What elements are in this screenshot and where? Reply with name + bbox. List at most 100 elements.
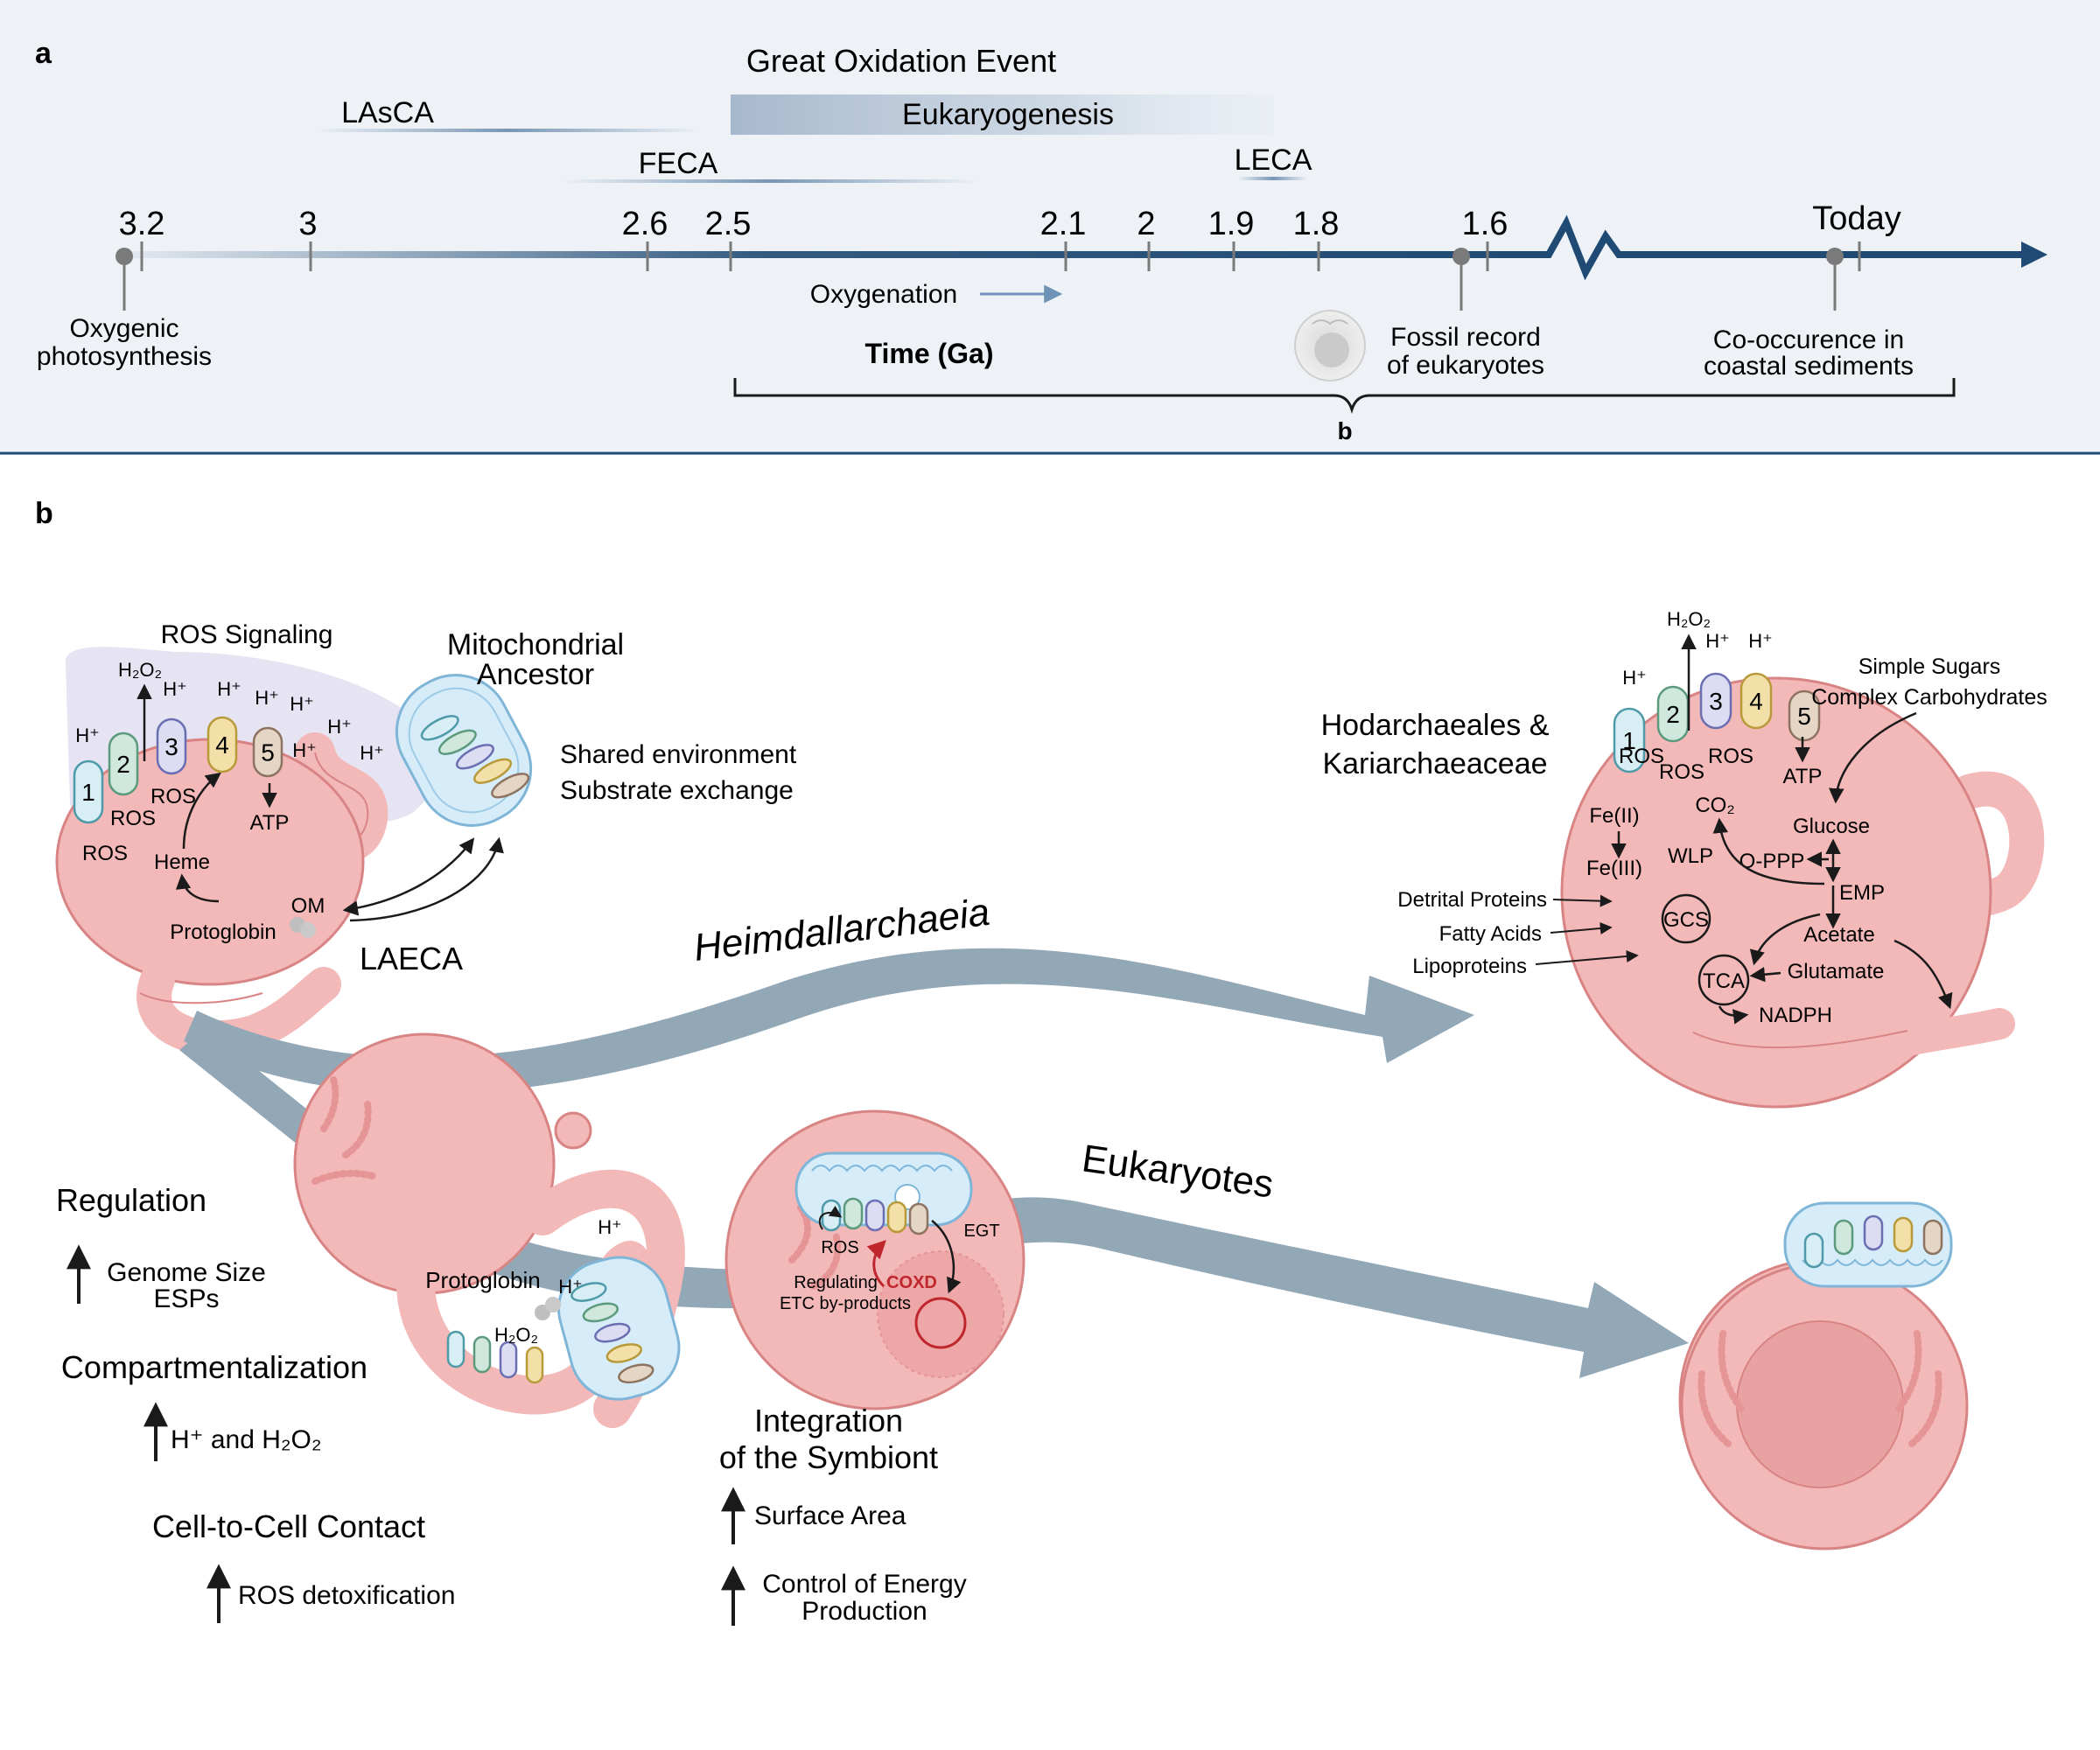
coxd-label: COXD bbox=[886, 1273, 937, 1292]
fossil-marker bbox=[1452, 248, 1470, 265]
hplus-free-3: H⁺ bbox=[327, 716, 352, 738]
oxygenic-text-1: Oxygenic bbox=[69, 314, 178, 343]
mitochondrial-ancestor bbox=[395, 674, 533, 827]
eukaryotes-arrow bbox=[179, 1028, 1689, 1378]
etc-complex-mark bbox=[1833, 1219, 1854, 1256]
axis-tick-label: 2.5 bbox=[705, 206, 752, 242]
etc-complex-label: 3 bbox=[164, 733, 178, 760]
h2o2-label-right: H₂O₂ bbox=[1667, 608, 1711, 630]
eukaryote-mitochondrion bbox=[1783, 1201, 1953, 1288]
hplus-c4: H⁺ bbox=[217, 678, 242, 700]
etc-complex-4 bbox=[206, 716, 238, 774]
feca-label: FECA bbox=[639, 147, 718, 180]
feca-range bbox=[560, 179, 980, 183]
ros-right-1: ROS bbox=[1619, 745, 1664, 768]
hplus-c3: H⁺ bbox=[163, 678, 187, 700]
eukaryogenesis-band bbox=[731, 94, 1273, 135]
etc-complex-mark bbox=[455, 744, 494, 770]
axis-tick-label: 1.9 bbox=[1208, 206, 1255, 242]
hplus-c1: H⁺ bbox=[75, 724, 100, 746]
etc-complex-mark bbox=[499, 1340, 518, 1379]
etc-complex-mark bbox=[864, 1199, 886, 1232]
integration-title-2: of the Symbiont bbox=[719, 1439, 938, 1475]
detrital-proteins-label: Detrital Proteins bbox=[1397, 888, 1547, 912]
simple-sugars-label: Simple Sugars bbox=[1858, 654, 2001, 679]
membrane-complexes bbox=[446, 1330, 544, 1384]
ros-left-3: ROS bbox=[82, 842, 128, 865]
surface-area-label: Surface Area bbox=[754, 1502, 906, 1530]
cell-contact-title: Cell-to-Cell Contact bbox=[152, 1508, 425, 1544]
hplus-mid-1: H⁺ bbox=[598, 1216, 622, 1238]
etc-complex-mark bbox=[843, 1197, 864, 1230]
genome-size-label: Genome Size bbox=[107, 1258, 266, 1287]
co2-label: CO₂ bbox=[1695, 794, 1734, 817]
etc-complex-1 bbox=[73, 760, 104, 824]
exchange-arrow-1 bbox=[342, 837, 475, 916]
heme-label: Heme bbox=[154, 850, 210, 874]
hplus-r3: H⁺ bbox=[1705, 630, 1730, 652]
hplus-mid-2: H⁺ bbox=[558, 1276, 583, 1298]
fossil-text-1: Fossil record bbox=[1390, 323, 1541, 352]
h-and-h2o2-label: H⁺ and H₂O₂ bbox=[171, 1425, 322, 1454]
axis-break bbox=[1536, 214, 2021, 281]
great-oxidation-event-label: Great Oxidation Event bbox=[746, 43, 1056, 79]
etc-complex-mark bbox=[1863, 1214, 1884, 1251]
engulfed-mitochondrion bbox=[557, 1256, 681, 1401]
control-energy-label-2: Production bbox=[802, 1597, 927, 1626]
mito-ancestor-title-2: Ancestor bbox=[477, 658, 594, 691]
laeca-archaeon bbox=[55, 732, 388, 1056]
ros-left-2: ROS bbox=[150, 785, 196, 808]
protoglobin-label-mid: Protoglobin bbox=[425, 1267, 541, 1293]
etc-complex-mark bbox=[1893, 1216, 1914, 1253]
axis-tick-label: 1.6 bbox=[1462, 206, 1508, 242]
hplus-free-5: H⁺ bbox=[360, 742, 384, 764]
etc-complex-3 bbox=[156, 718, 187, 775]
atp-left: ATP bbox=[250, 811, 290, 835]
oxygenic-text-2: photosynthesis bbox=[37, 342, 212, 371]
fatty-acids-label: Fatty Acids bbox=[1439, 922, 1542, 946]
lipoproteins-label: Lipoproteins bbox=[1412, 955, 1527, 978]
gcs-cycle bbox=[1661, 893, 1712, 944]
etc-complex-label: 2 bbox=[1666, 701, 1680, 728]
cooccurrence-text-1: Co-occurence in bbox=[1713, 326, 1904, 354]
leca-label: LECA bbox=[1235, 144, 1312, 177]
hodarchaeales-cell bbox=[1560, 676, 2045, 1109]
etc-complex-mark bbox=[570, 1282, 607, 1302]
substrate-exchange-label: Substrate exchange bbox=[560, 776, 794, 805]
ros-detox-label: ROS detoxification bbox=[238, 1581, 455, 1610]
control-energy-label-1: Control of Energy bbox=[762, 1570, 966, 1599]
axis-tick-label: 2.6 bbox=[622, 206, 668, 242]
etc-complex-label: 4 bbox=[1749, 688, 1763, 715]
hodarchaeales-title-2: Kariarchaeaceae bbox=[1322, 747, 1547, 780]
shared-environment-label: Shared environment bbox=[560, 740, 797, 769]
hplus-free-4: H⁺ bbox=[292, 739, 317, 761]
etc-complex-mark bbox=[473, 758, 513, 784]
etc-complex-1 bbox=[1613, 707, 1646, 774]
atp-right: ATP bbox=[1783, 765, 1823, 788]
om-label: OM bbox=[291, 894, 326, 918]
etc-complex-label: 1 bbox=[1622, 727, 1636, 754]
hplus-free-2: H⁺ bbox=[290, 693, 314, 715]
panel-a-background bbox=[0, 0, 2100, 453]
axis-tick-label: 3.2 bbox=[119, 206, 165, 242]
heimdallarchaeia-arrow bbox=[184, 948, 1474, 1095]
hplus-r1: H⁺ bbox=[1622, 667, 1647, 689]
etc-complex-mark bbox=[908, 1202, 929, 1236]
fossil-text-2: of eukaryotes bbox=[1387, 351, 1544, 380]
oxygenic-marker bbox=[116, 248, 133, 265]
axis-tick-label: 1.8 bbox=[1293, 206, 1340, 242]
etc-complex-3 bbox=[1699, 672, 1732, 730]
egt-label: EGT bbox=[963, 1222, 999, 1241]
protoglobin-label-left: Protoglobin bbox=[170, 920, 276, 944]
mito-ancestor-title-1: Mitochondrial bbox=[447, 628, 624, 662]
h2o2-mid: H₂O₂ bbox=[494, 1324, 538, 1346]
h2o2-label-left: H₂O₂ bbox=[118, 659, 162, 681]
regulation-title: Regulation bbox=[56, 1182, 206, 1218]
exchange-arrow-2 bbox=[349, 836, 504, 922]
ros-integration: ROS bbox=[821, 1238, 858, 1257]
hplus-r4: H⁺ bbox=[1748, 630, 1773, 652]
ros-signaling-label: ROS Signaling bbox=[161, 620, 333, 649]
